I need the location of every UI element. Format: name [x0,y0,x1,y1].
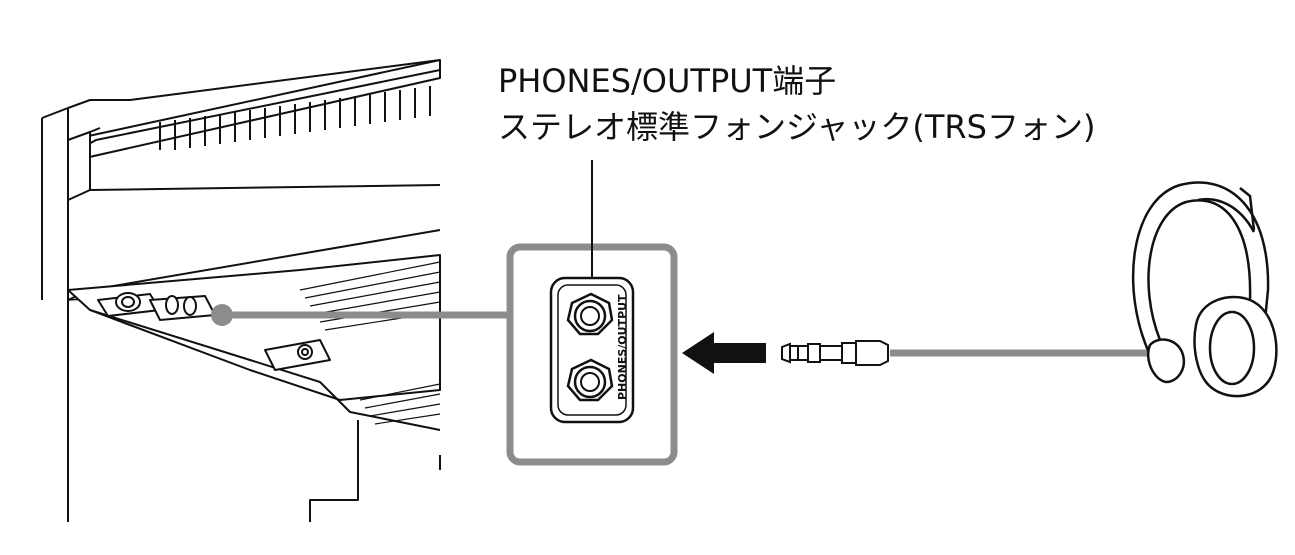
jack-panel-label: PHONES/OUTPUT [616,294,629,400]
callout-subtitle: ステレオ標準フォンジャック(TRSフォン) [498,108,1096,146]
callout-caption: PHONES/OUTPUT端子 ステレオ標準フォンジャック(TRSフォン) [498,58,1095,150]
piano-vents [299,261,441,425]
callout-title: PHONES/OUTPUT端子 [498,62,837,100]
piano-keys [159,86,431,150]
headphones-icon [1131,181,1278,398]
insert-arrow-icon [682,332,766,374]
headphone-plug [781,340,1155,366]
jack-pointer [211,304,510,326]
jack-panel-callout: PHONES/OUTPUT [506,160,678,466]
piano-body [41,59,441,522]
